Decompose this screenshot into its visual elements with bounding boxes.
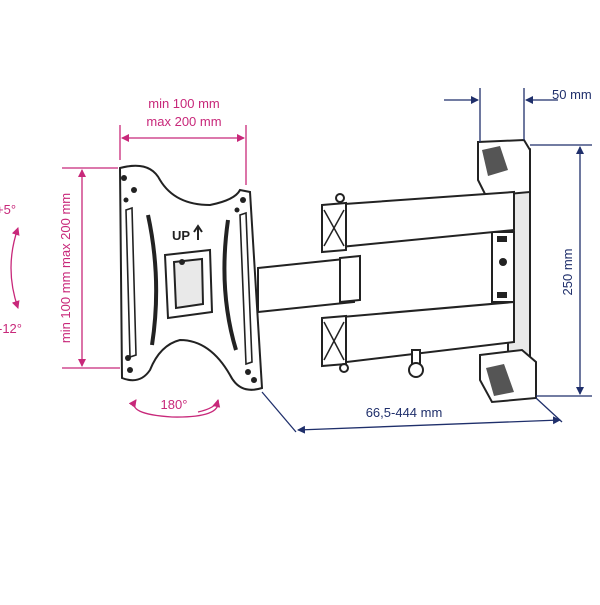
vesa-plate: UP [118,164,264,391]
bracket-height-label: 250 mm [560,249,575,296]
depth-label: 50 mm [552,87,592,102]
tilt-up-label: +5° [0,202,16,217]
width-dimension: min 100 mm max 200 mm [119,96,247,185]
bracket-height-dimension: 250 mm [530,144,592,397]
articulating-arms [257,190,515,378]
width-max-label: max 200 mm [146,114,221,129]
width-min-label: min 100 mm [148,96,220,111]
wall-bracket [477,138,537,404]
height-range-label: min 100 mm max 200 mm [58,193,73,343]
swivel-label: 180° [161,397,188,412]
tilt-down-label: -12° [0,321,22,336]
tilt-indicator: +5° -12° [0,202,22,336]
arrow-up-icon [193,224,203,240]
plate-logo: UP [172,228,190,243]
extension-dimension: 66,5-444 mm [261,391,563,434]
height-dimension: min 100 mm max 200 mm [58,167,120,369]
swivel-indicator: 180° [128,397,221,418]
extension-label: 66,5-444 mm [366,405,443,420]
depth-dimension: 50 mm [444,87,592,142]
